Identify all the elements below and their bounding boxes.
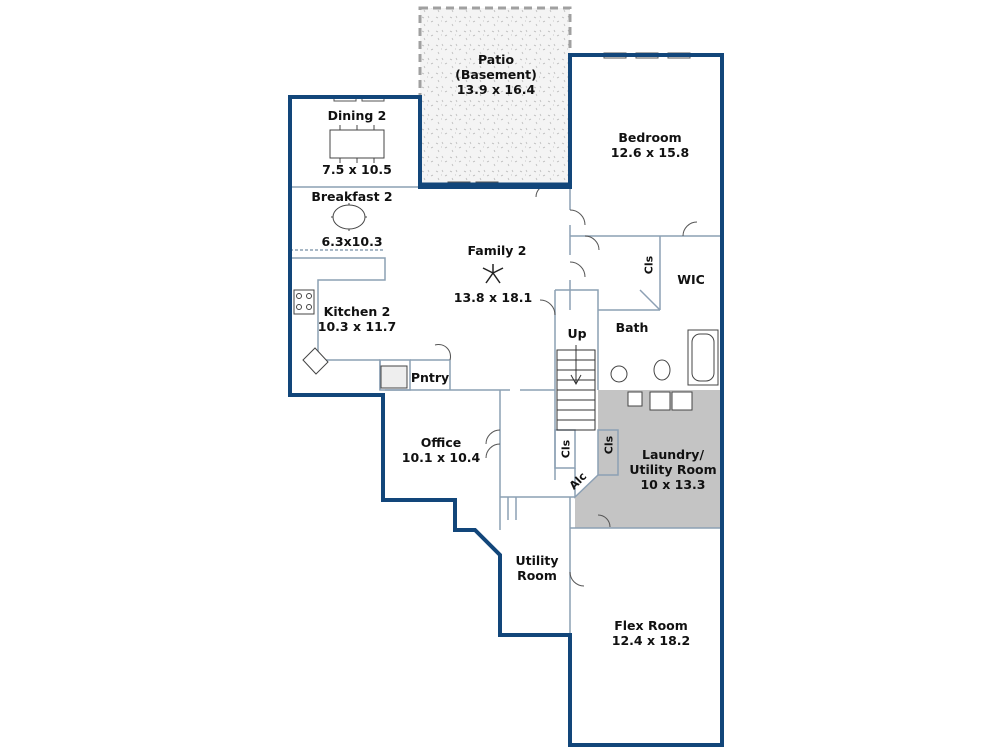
fixtures — [293, 125, 719, 411]
breakfast-dim: 6.3x10.3 — [321, 234, 383, 249]
laundry-dim: 10 x 13.3 — [640, 477, 706, 492]
utility-name: Utility — [515, 553, 559, 568]
office-name: Office — [420, 435, 462, 450]
flex-dim: 12.4 x 18.2 — [611, 633, 691, 648]
laundry-sub: Utility Room — [629, 462, 717, 477]
closet-label-bath: Cls — [642, 255, 656, 275]
wic-name: WIC — [677, 272, 705, 287]
dining-name: Dining 2 — [327, 108, 387, 123]
closet-label-stairs: Cls — [559, 439, 573, 459]
fridge-icon — [380, 365, 408, 389]
kitchen-name: Kitchen 2 — [323, 304, 391, 319]
patio-label: Patio (Basement) 13.9 x 16.4 — [455, 52, 537, 97]
stove-icon — [293, 289, 315, 315]
laundry-name: Laundry/ — [641, 447, 705, 462]
sink-icon — [610, 365, 628, 383]
bedroom-name: Bedroom — [618, 130, 682, 145]
office-label: Office 10.1 x 10.4 — [402, 435, 480, 465]
family-name: Family 2 — [467, 243, 527, 258]
toilet-icon — [653, 359, 671, 381]
utility-label: Utility Room — [515, 553, 558, 583]
patio-sub: (Basement) — [455, 67, 537, 82]
stairs — [556, 345, 596, 431]
exterior-walls — [288, 53, 724, 747]
doors — [434, 184, 698, 587]
kitchen-sink-icon — [302, 347, 329, 375]
dryer-icon — [671, 391, 693, 411]
pantry-name: Pntry — [410, 370, 450, 385]
laundry-label: Laundry/ Utility Room 10 x 13.3 — [629, 447, 716, 492]
washer-icon — [649, 391, 671, 411]
closet-label-laundry: Cls — [602, 435, 616, 455]
breakfast-table-icon — [332, 204, 366, 230]
office-dim: 10.1 x 10.4 — [401, 450, 481, 465]
flex-name: Flex Room — [614, 618, 688, 633]
bedroom-label: Bedroom 12.6 x 15.8 — [611, 130, 689, 160]
kitchen-dim: 10.3 x 11.7 — [317, 319, 397, 334]
utility-sub: Room — [517, 568, 557, 583]
ceiling-fan-icon — [482, 264, 504, 284]
patio-name: Patio — [477, 52, 515, 67]
laundry-area — [575, 390, 722, 528]
flex-label: Flex Room 12.4 x 18.2 — [612, 618, 690, 648]
family-dim: 13.8 x 18.1 — [453, 290, 533, 305]
bedroom-dim: 12.6 x 15.8 — [610, 145, 690, 160]
laundry-sink-icon — [627, 391, 643, 407]
bath-name: Bath — [615, 320, 649, 335]
kitchen-label: Kitchen 2 10.3 x 11.7 — [318, 304, 396, 334]
dining-dim: 7.5 x 10.5 — [322, 162, 392, 177]
interior-walls — [290, 55, 722, 745]
dining-table-icon — [329, 129, 385, 159]
stairs-up-label: Up — [567, 326, 587, 341]
patio-dim: 13.9 x 16.4 — [456, 82, 536, 97]
breakfast-name: Breakfast 2 — [311, 189, 393, 204]
